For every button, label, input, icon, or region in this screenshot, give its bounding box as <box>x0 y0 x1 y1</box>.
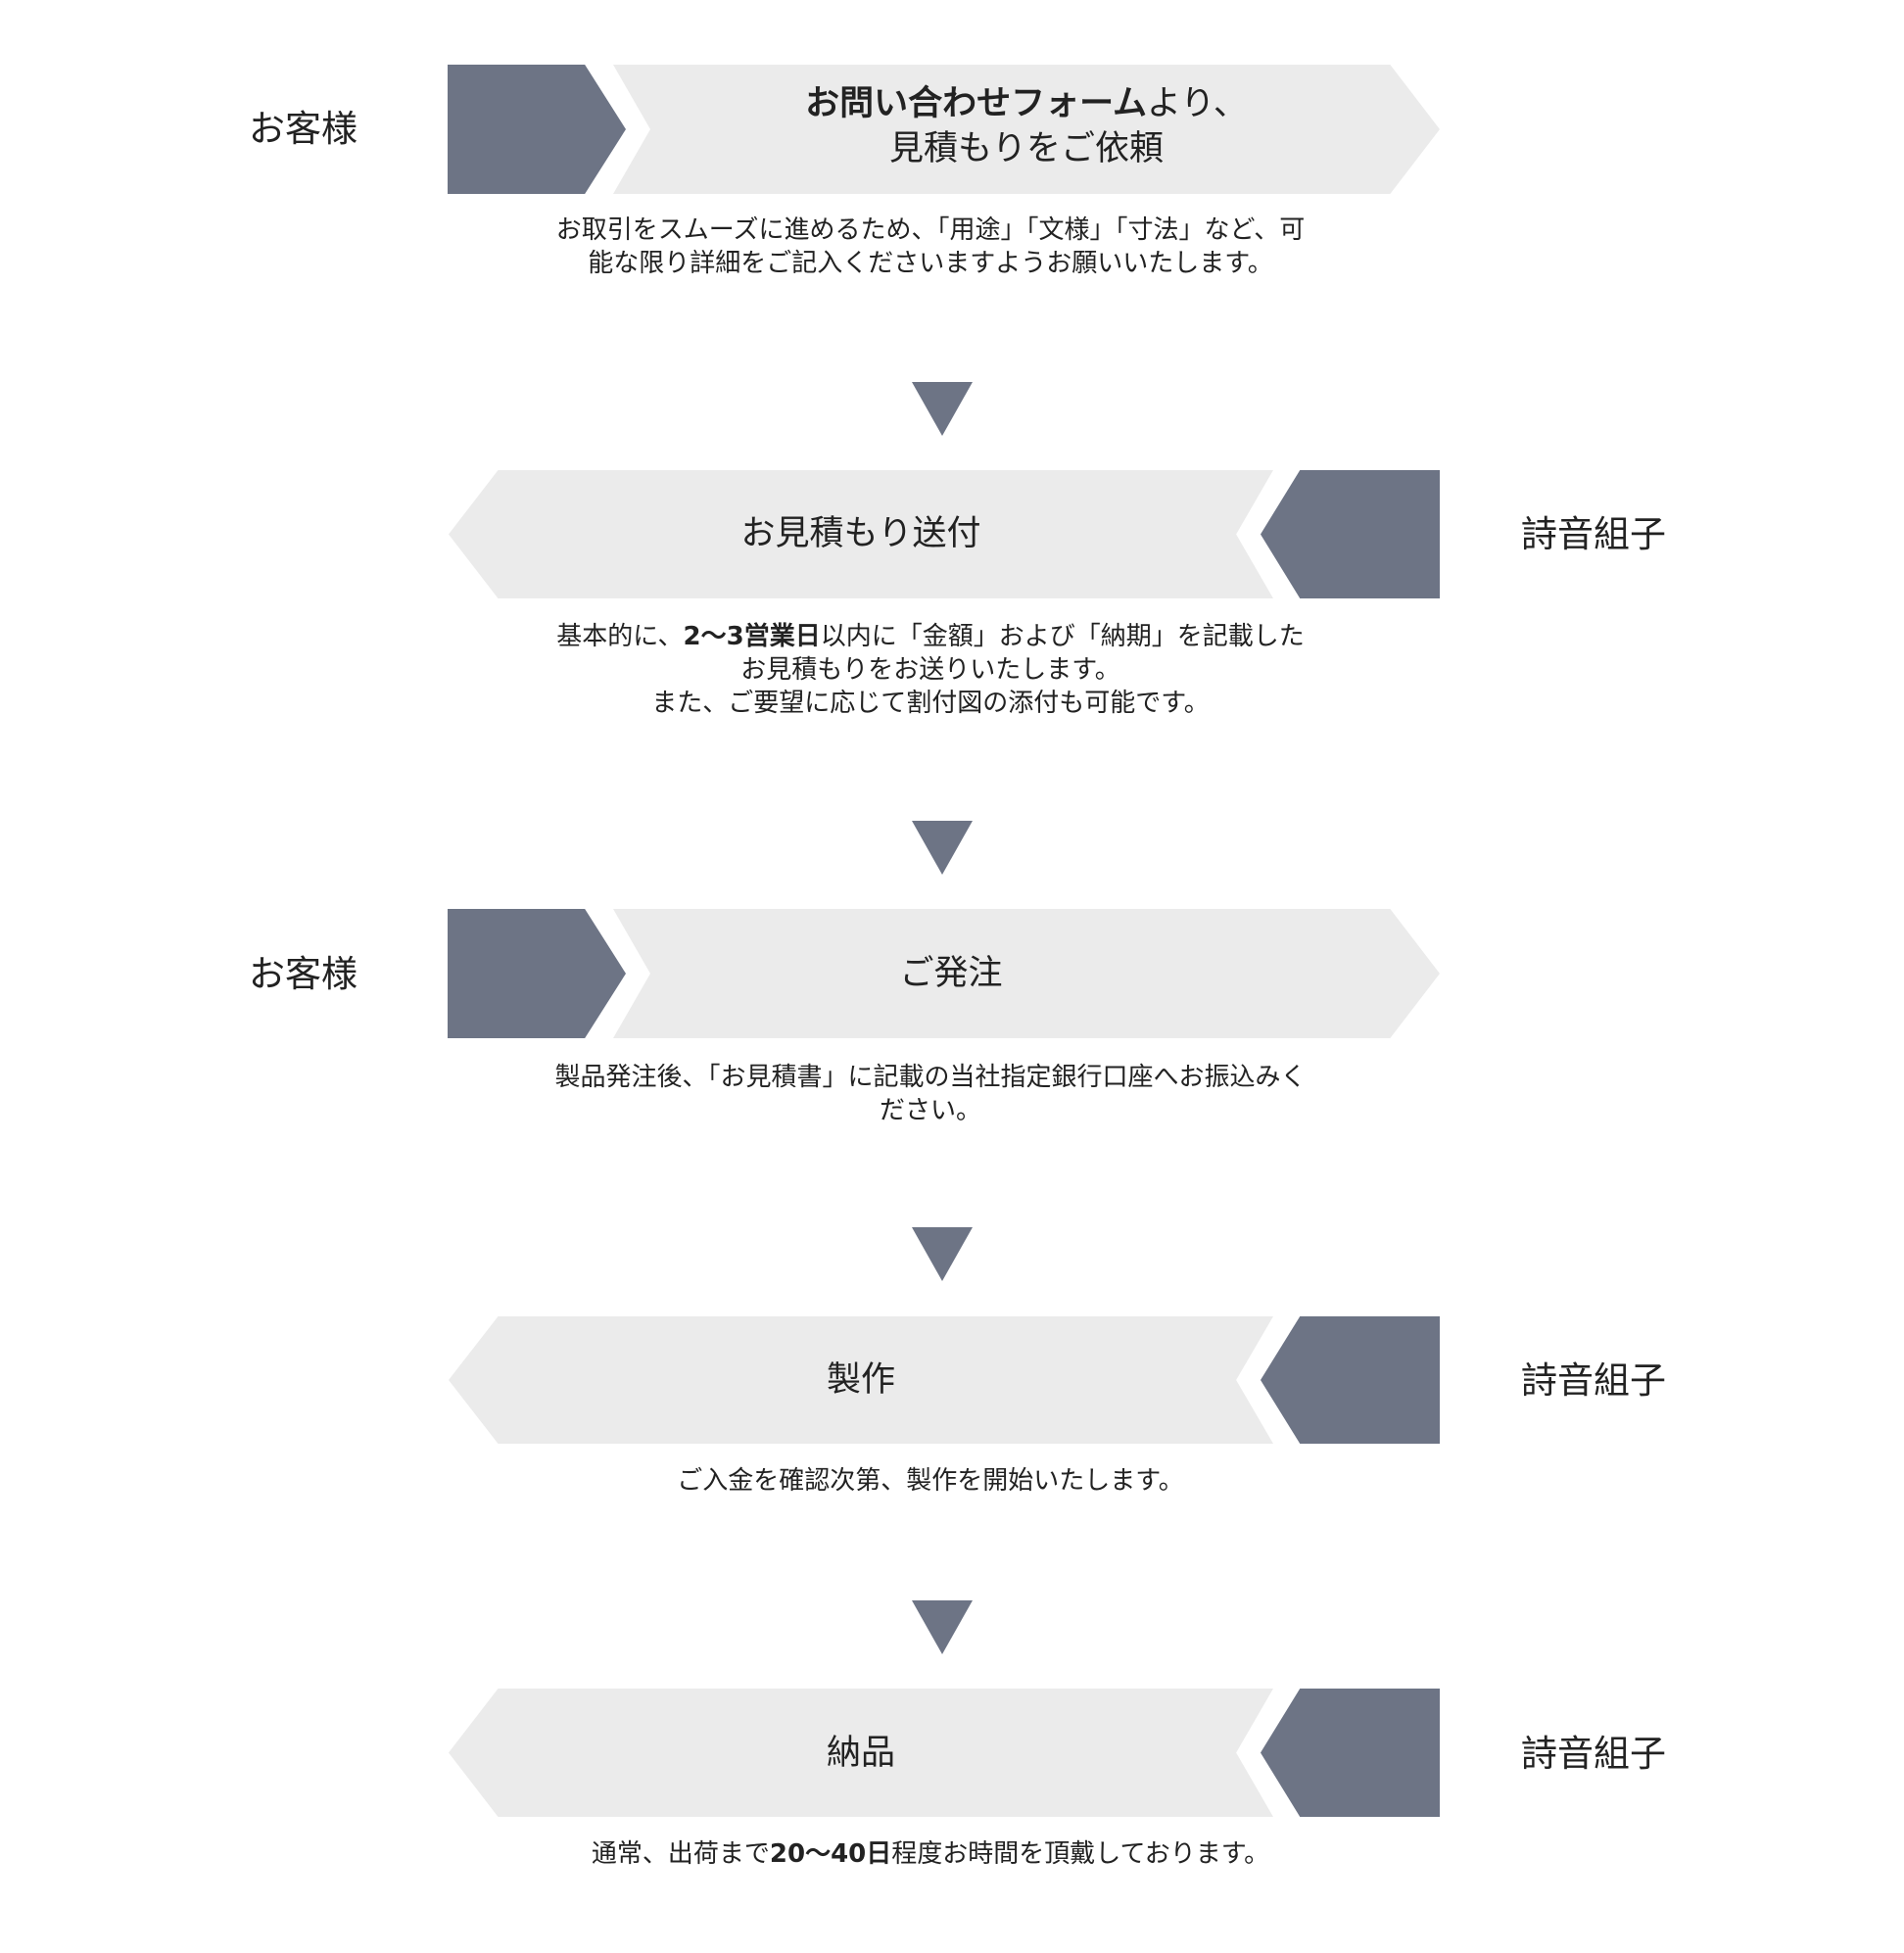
step-title: 納品 <box>826 1734 895 1773</box>
actor-marker <box>448 65 626 194</box>
actor-label-company: 詩音組子 <box>1521 1359 1666 1402</box>
step-title-bold: お問い合わせフォーム <box>805 84 1148 123</box>
desc-text: 通常、出荷まで <box>591 1839 770 1869</box>
down-arrow-icon <box>912 821 973 875</box>
desc-bold: 20〜40日 <box>769 1839 892 1869</box>
desc-bold: 2〜3営業日 <box>683 622 821 651</box>
actor-label-customer: お客様 <box>249 108 357 150</box>
desc-line: ご入金を確認次第、製作を開始いたします。 <box>677 1466 1184 1496</box>
step-title-line2: 見積もりをご依頼 <box>888 129 1164 168</box>
down-arrow-icon <box>912 382 973 436</box>
step-title: ご発注 <box>899 954 1003 993</box>
step-description: お取引をスムーズに進めるため、「用途」「文様」「寸法」など、可 能な限り詳細をご… <box>392 214 1469 280</box>
step-description: 製品発注後、「お見積書」に記載の当社指定銀行口座へお振込みく ださい。 <box>392 1061 1469 1127</box>
desc-line: また、ご要望に応じて割付図の添付も可能です。 <box>651 689 1210 718</box>
step-box <box>613 65 1440 194</box>
desc-text: 程度お時間を頂戴しております。 <box>891 1839 1270 1869</box>
actor-label-customer: お客様 <box>249 953 357 995</box>
desc-line: 製品発注後、「お見積書」に記載の当社指定銀行口座へお振込みく <box>554 1063 1307 1092</box>
actor-marker <box>448 909 626 1038</box>
down-arrow-icon <box>912 1227 973 1281</box>
desc-line: ださい。 <box>879 1096 981 1125</box>
desc-text: 以内に「金額」および「納期」を記載した <box>820 622 1305 651</box>
desc-line: 基本的に、2〜3営業日以内に「金額」および「納期」を記載した <box>392 620 1469 653</box>
step-box <box>449 470 1273 598</box>
step-title: お問い合わせフォームより、 見積もりをご依頼 <box>613 81 1440 171</box>
desc-line: 能な限り詳細をご記入くださいますようお願いいたします。 <box>588 249 1273 278</box>
step-title-rest: より、 <box>1147 84 1248 123</box>
step-title: 製作 <box>826 1360 895 1400</box>
step-box <box>449 1316 1273 1444</box>
step-description: 通常、出荷まで20〜40日程度お時間を頂戴しております。 <box>392 1837 1469 1871</box>
step-box <box>449 1689 1273 1817</box>
step-title: お見積もり送付 <box>740 514 981 553</box>
desc-line: 通常、出荷まで20〜40日程度お時間を頂戴しております。 <box>392 1837 1469 1871</box>
actor-marker <box>1261 470 1440 598</box>
down-arrow-icon <box>912 1600 973 1654</box>
desc-text: 基本的に、 <box>556 622 684 651</box>
desc-line: お見積もりをお送りいたします。 <box>740 655 1120 685</box>
actor-marker <box>1261 1316 1440 1444</box>
actor-marker <box>1261 1689 1440 1817</box>
actor-label-company: 詩音組子 <box>1521 1733 1666 1775</box>
step-description: 基本的に、2〜3営業日以内に「金額」および「納期」を記載した お見積もりをお送り… <box>392 620 1469 720</box>
actor-label-company: 詩音組子 <box>1521 513 1666 555</box>
step-box <box>613 909 1440 1038</box>
step-description: ご入金を確認次第、製作を開始いたします。 <box>392 1464 1469 1498</box>
desc-line: お取引をスムーズに進めるため、「用途」「文様」「寸法」など、可 <box>555 215 1306 245</box>
